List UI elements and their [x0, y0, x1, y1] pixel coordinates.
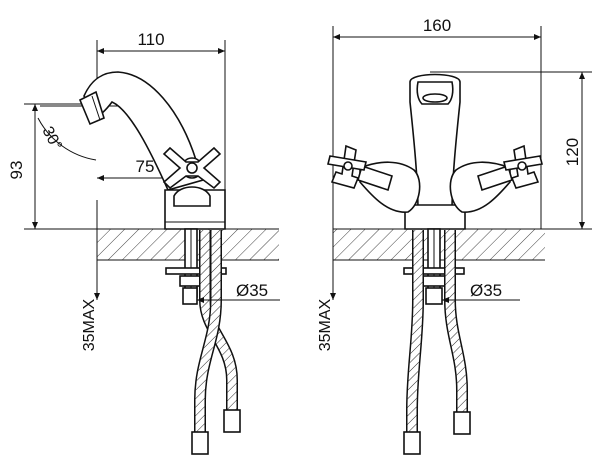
- mounting-shank-left: [165, 228, 227, 305]
- angle-dimension: 30°: [37, 105, 130, 161]
- max-thickness-dimension-left: 35MAX: [81, 200, 100, 351]
- supply-hose-right-b: [444, 230, 471, 435]
- reach-label-75: 75: [136, 157, 155, 176]
- hole-dimension-left: Ø35: [197, 281, 280, 303]
- height-label-93: 93: [7, 161, 26, 180]
- hole-label-left: Ø35: [236, 281, 268, 300]
- width-label-160: 160: [423, 16, 451, 35]
- reach-dimension: 75: [97, 157, 170, 181]
- angle-label-30: 30°: [38, 124, 64, 153]
- supply-hose-right-a: [403, 230, 424, 455]
- height-label-120: 120: [563, 138, 582, 166]
- hole-dimension-right: Ø35: [442, 281, 520, 303]
- faucet-body-side: [78, 71, 226, 230]
- supply-hose-left-a: [199, 230, 241, 433]
- max-thickness-label-left: 35MAX: [81, 298, 98, 351]
- width-label-110: 110: [137, 30, 164, 49]
- max-thickness-label-right: 35MAX: [317, 298, 334, 351]
- hole-label-right: Ø35: [470, 281, 502, 300]
- mounting-shank-right: [403, 228, 465, 305]
- front-view: 160 120: [317, 16, 592, 455]
- height-dimension-right: 120: [430, 71, 592, 230]
- supply-hose-left-b: [191, 230, 222, 455]
- side-view: 110 93 30° 75: [7, 30, 280, 455]
- width-dimension-left: 110: [96, 30, 226, 229]
- max-thickness-dimension-right: 35MAX: [317, 229, 336, 351]
- height-dimension-left: 93: [7, 103, 104, 230]
- width-dimension-right: 160: [332, 16, 542, 229]
- faucet-body-front: [327, 73, 543, 230]
